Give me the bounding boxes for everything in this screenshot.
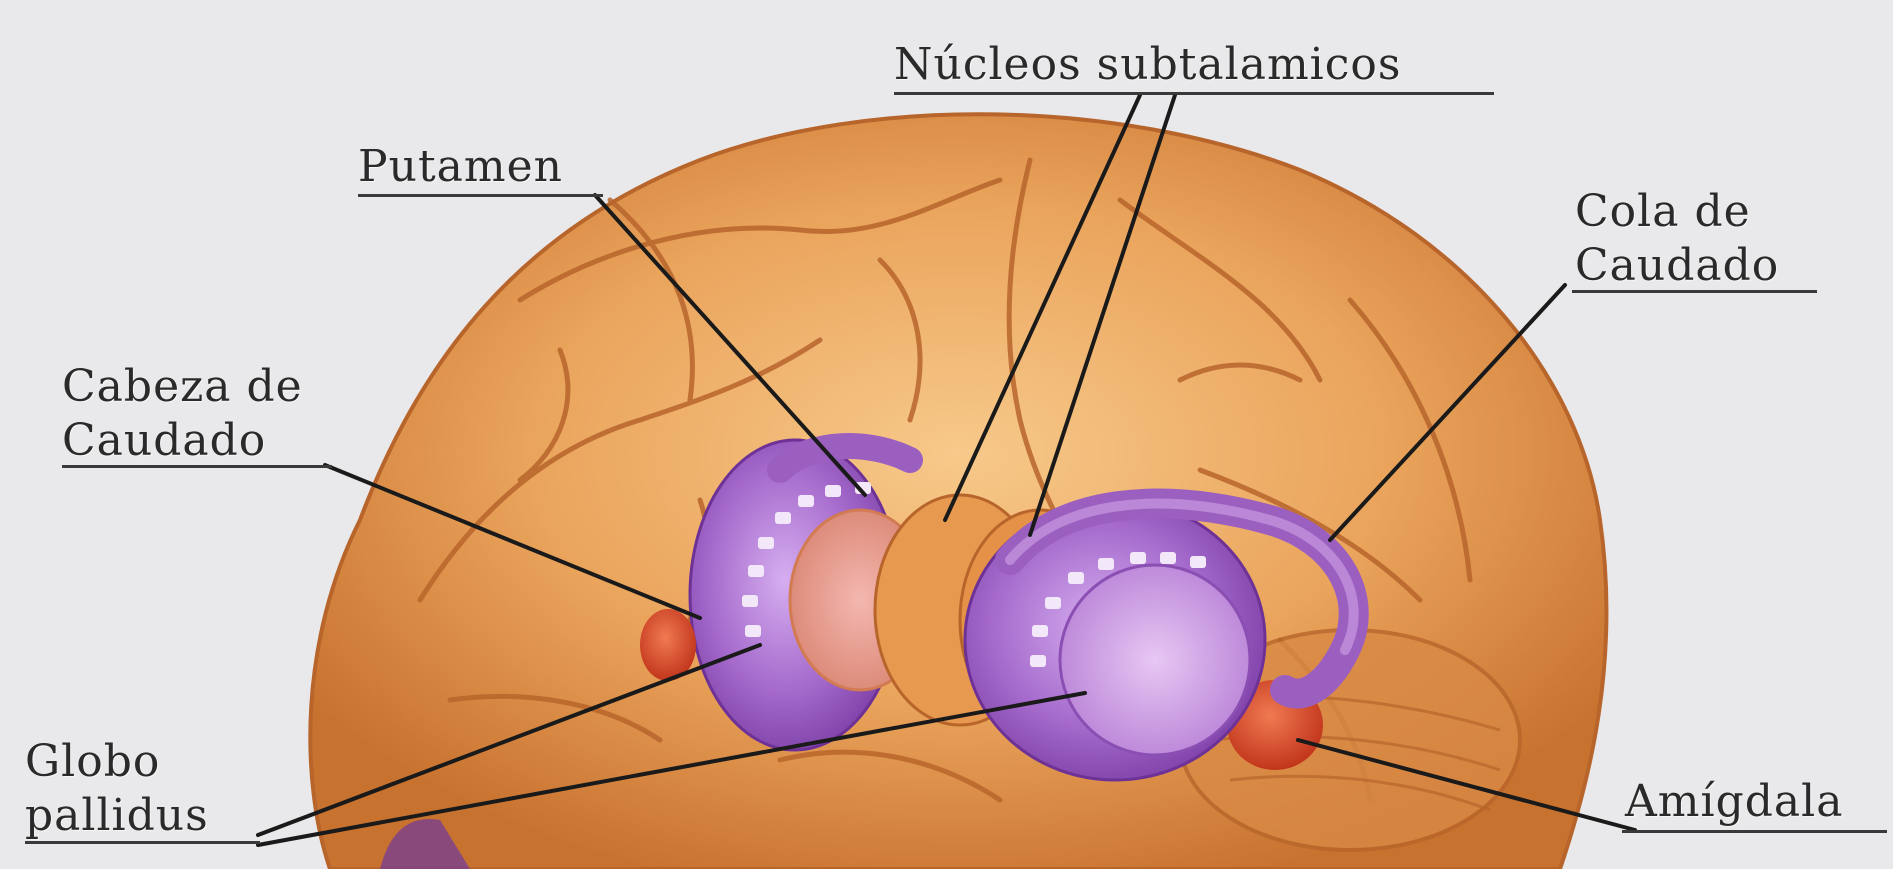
underline-cola bbox=[1572, 290, 1817, 293]
underline-putamen bbox=[358, 194, 603, 197]
label-globo-pallidus: Globo pallidus bbox=[25, 735, 209, 843]
red-nucleus-left bbox=[640, 609, 696, 681]
globus-pallidus-right bbox=[1060, 565, 1250, 755]
label-putamen: Putamen bbox=[358, 140, 563, 194]
underline-amigdala bbox=[1622, 830, 1887, 833]
underline-globo bbox=[25, 841, 260, 844]
label-cabeza-de-caudado: Cabeza de Caudado bbox=[62, 360, 303, 468]
underline-cabeza bbox=[62, 465, 332, 468]
underline-nucleos bbox=[894, 92, 1494, 95]
label-cola-de-caudado: Cola de Caudado bbox=[1575, 185, 1779, 293]
label-amigdala: Amígdala bbox=[1625, 775, 1843, 829]
label-nucleos-subtalamicos: Núcleos subtalamicos bbox=[894, 38, 1401, 92]
